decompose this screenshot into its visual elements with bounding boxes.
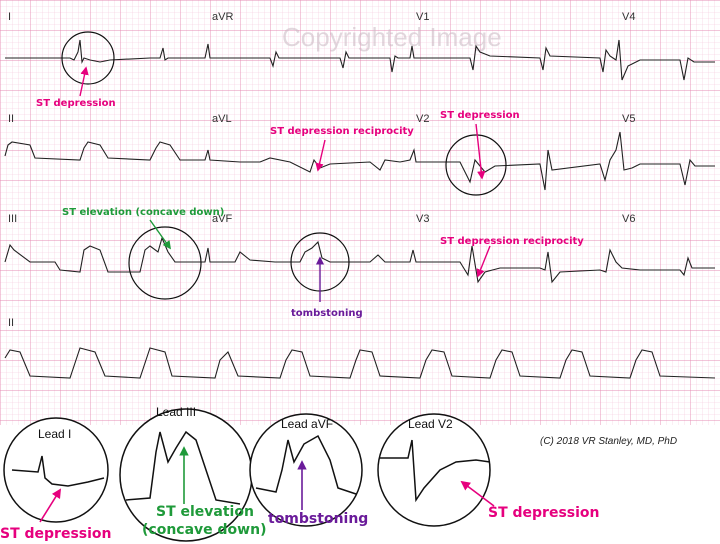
lead-label-V4: V4 bbox=[622, 11, 635, 23]
zoom-title-leadavf: Lead aVF bbox=[281, 417, 333, 431]
zoom-title-lead3: Lead III bbox=[156, 405, 196, 419]
lead-label-III: III bbox=[8, 213, 17, 225]
arrow-st-depression-reciprocity-v3 bbox=[476, 245, 491, 278]
lead-labels: I aVR V1 V4 II aVL V2 V5 III aVF V3 V6 I… bbox=[8, 11, 635, 329]
lead-label-I: I bbox=[8, 11, 11, 23]
ecg-grid bbox=[0, 0, 720, 425]
annotation-labels: ST depression ST depression reciprocity … bbox=[36, 98, 584, 319]
copyright-credit: (C) 2018 VR Stanley, MD, PhD bbox=[540, 436, 677, 447]
trace-rhythm bbox=[4, 347, 716, 379]
arrow-st-depression-lead1 bbox=[79, 66, 89, 97]
trace-row1 bbox=[5, 39, 715, 81]
lead-label-V5: V5 bbox=[622, 113, 635, 125]
caption-leadv2: ST depression bbox=[488, 505, 600, 521]
trace-row2 bbox=[4, 131, 715, 191]
arrow-st-depression-v2 bbox=[475, 123, 486, 180]
arrow-st-elevation-lead3 bbox=[149, 219, 171, 250]
lead-label-V1: V1 bbox=[416, 11, 429, 23]
lead-label-aVR: aVR bbox=[212, 11, 233, 23]
circle-lead3 bbox=[128, 226, 202, 300]
label-tombstoning-avf: tombstoning bbox=[291, 308, 363, 319]
circle-lead1 bbox=[61, 31, 115, 85]
lead-label-V3: V3 bbox=[416, 213, 429, 225]
zoom-title-lead1: Lead I bbox=[38, 427, 71, 441]
caption-leadavf: tombstoning bbox=[268, 511, 368, 527]
label-st-depression-reciprocity-avl: ST depression reciprocity bbox=[270, 126, 414, 137]
lead-label-V2: V2 bbox=[416, 113, 429, 125]
label-st-depression-lead1: ST depression bbox=[36, 98, 116, 109]
zoom-panel-lead1: Lead I bbox=[3, 417, 109, 523]
lead-label-aVL: aVL bbox=[212, 113, 232, 125]
lead-label-II: II bbox=[8, 113, 14, 125]
zoom-title-leadv2: Lead V2 bbox=[408, 417, 453, 431]
label-st-elevation-lead3: ST elevation (concave down) bbox=[62, 207, 224, 218]
lead-label-aVF: aVF bbox=[212, 213, 232, 225]
watermark-text: Copyrighted Image bbox=[282, 22, 502, 52]
label-st-depression-v2: ST depression bbox=[440, 110, 520, 121]
lead-label-rhythm-II: II bbox=[8, 317, 14, 329]
caption-lead3-line1: ST elevation bbox=[156, 504, 254, 520]
lead-label-V6: V6 bbox=[622, 213, 635, 225]
zoom-panel-leadavf: Lead aVF bbox=[249, 413, 363, 527]
zoom-panel-leadv2: Lead V2 bbox=[377, 413, 495, 527]
caption-lead1: ST depression bbox=[0, 526, 112, 542]
circle-v2 bbox=[445, 134, 507, 196]
zoom-panel-lead3: Lead III bbox=[119, 405, 253, 542]
caption-lead3-line2: (concave down) bbox=[142, 522, 266, 538]
label-st-depression-reciprocity-v3: ST depression reciprocity bbox=[440, 236, 584, 247]
arrow-st-depression-reciprocity-avl bbox=[315, 139, 326, 172]
annotation-arrows bbox=[79, 66, 491, 302]
